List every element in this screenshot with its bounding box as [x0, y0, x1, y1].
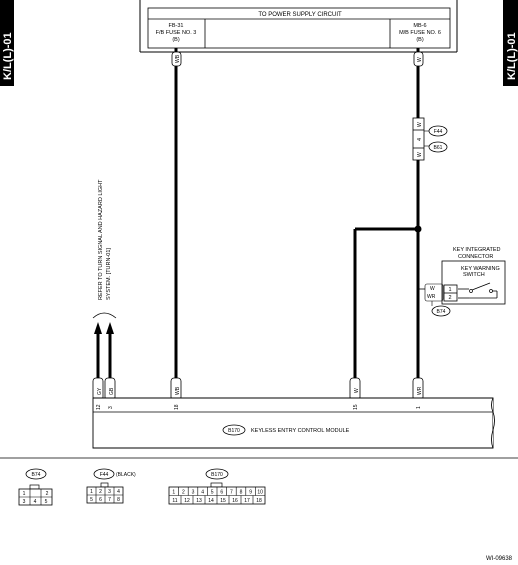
key-connector-title-1: KEY INTEGRATED: [453, 247, 501, 253]
legend-b170-pin: 15: [220, 498, 226, 504]
fuse-mb6-id: MB-6: [413, 23, 426, 29]
power-supply-box: TO POWER SUPPLY CIRCUIT FB-31 F/B FUSE N…: [139, 0, 458, 53]
legend-f44-pin: 7: [108, 497, 111, 503]
keyless-entry-module: 12 3 18 15 1 B170 KEYLESS ENTRY CONTROL …: [92, 397, 495, 449]
legend-b170-pin: 8: [240, 490, 243, 496]
inline-wire-w-upper: W: [417, 122, 423, 127]
legend-b170-pin: 6: [220, 490, 223, 496]
fuse-fb31-id: FB-31: [169, 23, 184, 29]
legend-f44-pin: 6: [99, 497, 102, 503]
legend-b170-pin: 9: [249, 490, 252, 496]
legend-b170-pin: 7: [230, 490, 233, 496]
refer-arrows: REFER TO TURN SIGNAL AND HAZARD LIGHT SY…: [92, 179, 117, 398]
legend-b170-pin: 13: [196, 498, 202, 504]
legend-f44-pin: 3: [108, 489, 111, 495]
legend-b74-pin: 1: [23, 491, 26, 497]
legend-b170-pin: 4: [201, 490, 204, 496]
pin-wire-wr: WR: [417, 386, 423, 395]
module-name: KEYLESS ENTRY CONTROL MODULE: [251, 428, 350, 434]
legend-b170-pin: 11: [172, 498, 177, 504]
legend-f44-pin: 2: [99, 489, 102, 495]
legend-f44-title: F44: [100, 472, 109, 478]
legend-b74: B74 1 2 3 4 5 6: [18, 468, 53, 506]
switch-wire-wr: WR: [427, 294, 436, 300]
wire-label-w-top: W: [417, 57, 423, 62]
connector-b61-label: B61: [434, 145, 443, 151]
switch-wire-w: W: [430, 286, 435, 292]
figure-id: WI-09638: [486, 556, 513, 562]
legend-b74-pin: 2: [46, 491, 49, 497]
legend-b170-pin: 17: [244, 498, 250, 504]
legend-b170-pin: 10: [257, 490, 263, 496]
module-pin-18: 18: [174, 404, 180, 410]
legend-b170-pin: 2: [182, 490, 185, 496]
legend-b74-pin: 5: [45, 499, 48, 505]
fuse-mb6-name: M/B FUSE NO. 6: [399, 30, 441, 36]
legend-b170-pin: 14: [208, 498, 214, 504]
module-pin-1: 1: [416, 406, 422, 409]
side-tab-left: K/L(L)-01: [0, 0, 14, 86]
refer-text-line1: REFER TO TURN SIGNAL AND HAZARD LIGHT: [98, 179, 104, 300]
legend-b170-pin: 1: [172, 490, 175, 496]
legend-b170-pin: 5: [211, 490, 214, 496]
switch-pin-2: 2: [448, 295, 451, 301]
connector-f44-label: F44: [434, 129, 443, 135]
side-tab-left-text: K/L(L)-01: [2, 32, 14, 80]
legend-b74-pin: 3: [23, 499, 26, 505]
legend-f44: F44 (BLACK) 1 2 3 4 5 6 7 8: [86, 468, 136, 504]
switch-pin-1: 1: [448, 287, 451, 293]
wire-w-right: W: [413, 48, 424, 398]
inline-wire-w-lower: W: [417, 152, 423, 157]
pin-wire-wb: WB: [175, 386, 181, 395]
key-connector-title-2: CONNECTOR: [458, 254, 493, 260]
legend-b170-title: B170: [211, 472, 223, 478]
legend-b74-title: B74: [32, 472, 41, 478]
key-warning-switch-label-1: KEY WARNING: [461, 266, 500, 272]
key-warning-switch-label-2: SWITCH: [463, 272, 485, 278]
module-pin-3: 3: [108, 406, 114, 409]
side-tab-right: K/L(L)-01: [503, 0, 518, 86]
fuse-fb31-box: (B): [172, 37, 180, 43]
connector-b74-label: B74: [437, 309, 446, 315]
legend-b170-pin: 12: [184, 498, 190, 504]
legend-b74-pin: 4: [34, 499, 37, 505]
legend-f44-pin: 1: [90, 489, 93, 495]
legend-f44-pin: 5: [90, 497, 93, 503]
inline-pin-4: 4: [417, 138, 423, 141]
legend-f44-note: (BLACK): [116, 472, 136, 478]
pin-wire-gy: GY: [97, 387, 103, 395]
wire-wb-left: WB: [171, 48, 182, 398]
legend-b170-pin: 16: [232, 498, 238, 504]
fuse-mb6-box: (B): [416, 37, 424, 43]
wire-w-branch: [353, 225, 422, 398]
refer-text-line2: SYSTEM. [TURN-01]: [106, 248, 112, 300]
legend-b170-pin: 18: [256, 498, 262, 504]
power-supply-title: TO POWER SUPPLY CIRCUIT: [258, 12, 342, 18]
junction-dot: [414, 225, 422, 233]
legend-f44-pin: 8: [117, 497, 120, 503]
fuse-fb31-name: F/B FUSE NO. 3: [156, 30, 197, 36]
pin-wire-gb: GB: [109, 387, 115, 395]
pin-wire-w: W: [354, 388, 360, 393]
wire-label-wb-top: WB: [175, 54, 181, 63]
key-integrated-connector: KEY INTEGRATED CONNECTOR KEY WARNING SWI…: [418, 247, 506, 317]
module-pin-12: 12: [96, 404, 102, 410]
module-pin-tags: GY GB WB W WR: [92, 377, 424, 401]
side-tab-right-text: K/L(L)-01: [506, 32, 518, 80]
legend-f44-pin: 4: [117, 489, 120, 495]
inline-connector-f44-b61: W 4 W F44 B61: [412, 117, 448, 161]
module-connector-b170: B170: [228, 428, 240, 434]
module-pin-15: 15: [353, 404, 359, 410]
legend-b170-pin: 3: [192, 490, 195, 496]
